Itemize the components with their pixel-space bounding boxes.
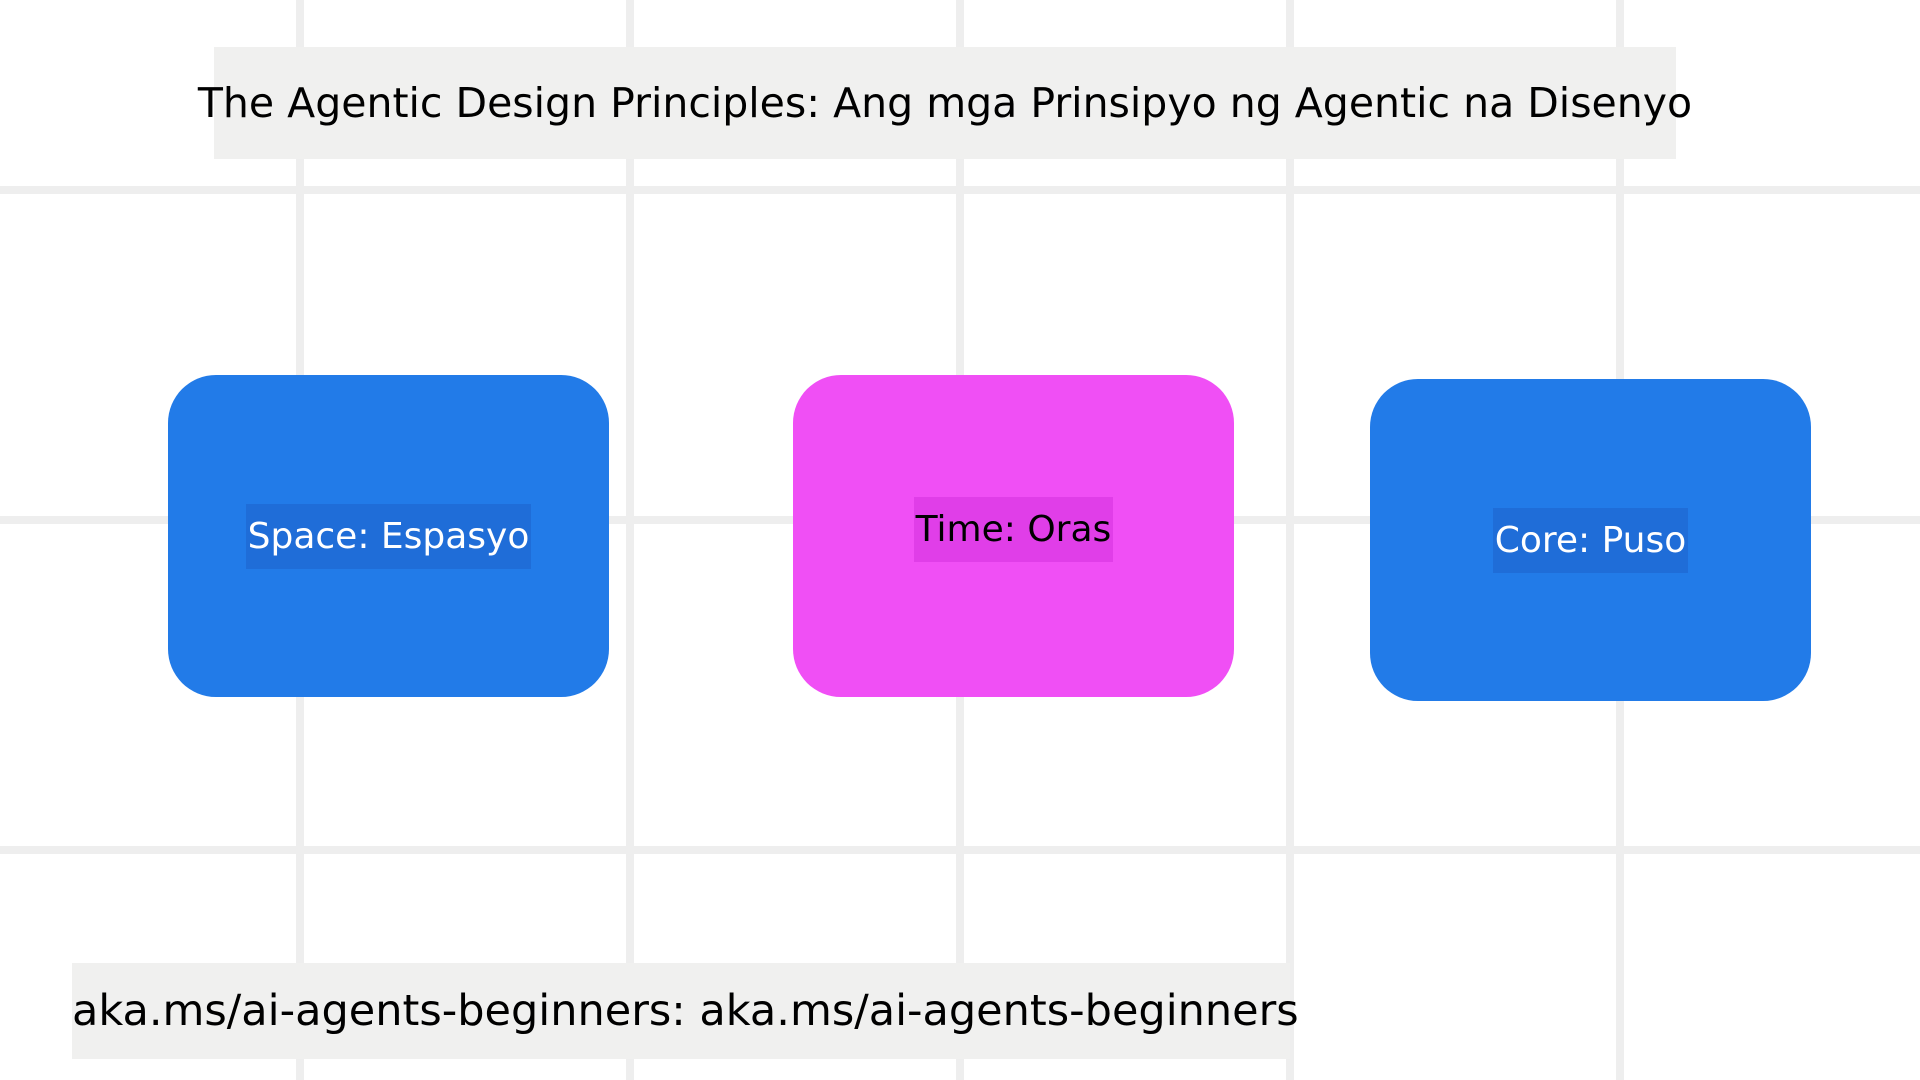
footer-link[interactable]: aka.ms/ai-agents-beginners: aka.ms/ai-ag… <box>72 986 1299 1036</box>
space-node: Space: Espasyo <box>168 375 609 697</box>
diagram-title: The Agentic Design Principles: Ang mga P… <box>197 79 1693 127</box>
space-node-label: Space: Espasyo <box>245 503 532 569</box>
time-node-label: Time: Oras <box>913 496 1114 562</box>
grid-line-vertical <box>1286 0 1294 1080</box>
grid-line-horizontal <box>0 846 1920 854</box>
core-node: Core: Puso <box>1370 379 1811 701</box>
core-node-label: Core: Puso <box>1492 507 1689 573</box>
diagram-title-bar: The Agentic Design Principles: Ang mga P… <box>198 47 1692 159</box>
grid-line-vertical <box>626 0 634 1080</box>
time-node: Time: Oras <box>793 375 1234 697</box>
grid-line-horizontal <box>0 186 1920 194</box>
footer-link-bar: aka.ms/ai-agents-beginners: aka.ms/ai-ag… <box>72 963 1299 1059</box>
